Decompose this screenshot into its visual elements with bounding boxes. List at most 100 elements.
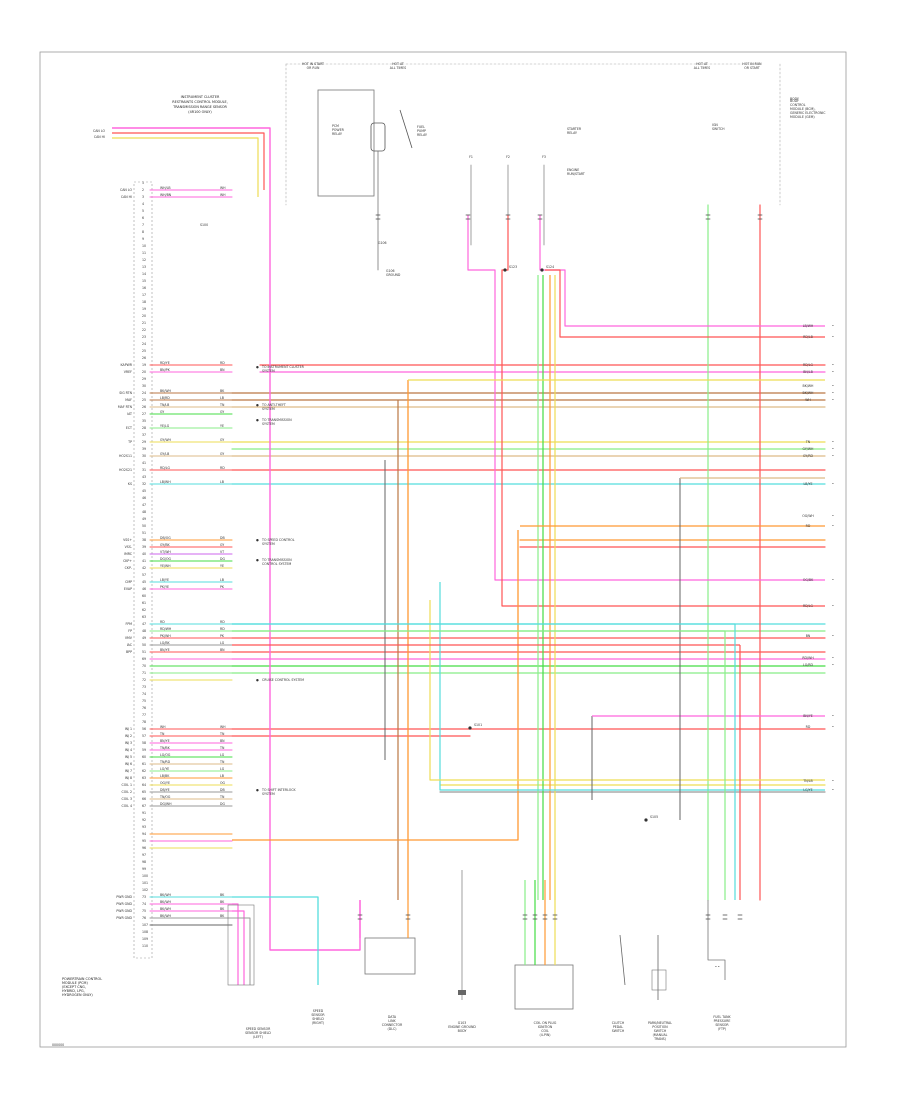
pcm-pin-number: 74 xyxy=(142,902,146,906)
cmp-wire xyxy=(429,600,825,781)
pcm-power-relay-label: RELAY xyxy=(332,132,342,136)
pcm-pin-name: COIL 2 xyxy=(122,790,133,794)
bottom-component-label: (4-PIN) xyxy=(540,1033,551,1037)
feeder-wire xyxy=(539,215,825,327)
pcm-pin-number: 56 xyxy=(142,727,146,731)
feeder-wire xyxy=(467,215,825,581)
fuse-label: F2 xyxy=(506,155,510,159)
circuit-number: GY xyxy=(220,452,224,456)
right-connector-pin: • xyxy=(832,714,834,718)
system-note-label: SYSTEM xyxy=(262,542,275,546)
fuel-pump-relay-label: FUEL xyxy=(417,125,425,129)
right-connector-pin: • xyxy=(832,604,834,608)
circuit-number: WH xyxy=(220,186,226,190)
pcm-pin-number: 20 xyxy=(142,314,146,318)
fuse-hot-in-start: HOT IN START xyxy=(302,62,324,66)
pcm-pin-number: 49 xyxy=(142,517,146,521)
pcm-pin-number: 49 xyxy=(142,636,146,640)
ground-terminal xyxy=(458,990,466,995)
bottom-component-label: (LEFT) xyxy=(253,1035,263,1039)
pcm-pin-number: 40 xyxy=(142,552,146,556)
circuit-number: TN xyxy=(219,732,225,736)
splice-label: S124 xyxy=(546,265,554,269)
pcm-pin-number: 63 xyxy=(142,776,146,780)
bottom-component-label: FUEL TANK xyxy=(713,1015,731,1019)
pcm-pin-number: 46 xyxy=(142,496,146,500)
pcm-pin-name: MAF xyxy=(125,398,132,402)
pcm-pin-name: KS xyxy=(128,482,132,486)
wire-color-code: PK/YE xyxy=(160,585,169,589)
system-note-label: SYSTEM xyxy=(262,422,275,426)
fuse-hot-in-start: OR RUN xyxy=(307,66,320,70)
wire-color-code: RD xyxy=(160,620,165,624)
pcm-pin-number: 24 xyxy=(142,391,146,395)
pcm-pin-name: HO2S21 xyxy=(119,468,132,472)
pcm-pin-number: 63 xyxy=(142,615,146,619)
right-connector-pin: • xyxy=(832,524,834,528)
pcm-pin-number: 26 xyxy=(142,356,146,360)
right-connector-pin: • xyxy=(832,398,834,402)
right-wire-label: RD/LB xyxy=(803,335,813,339)
pcm-pin-number: 78 xyxy=(142,720,146,724)
pcm-pin-number: 45 xyxy=(142,580,146,584)
bottom-component-label: SENSOR SHIELD xyxy=(245,1031,271,1035)
circuit-number: DB xyxy=(220,536,225,540)
circuit-number: LB xyxy=(220,578,224,582)
bottom-component-label: ENGINE GROUND xyxy=(448,1025,476,1029)
pcm-pin-number: 46 xyxy=(142,587,146,591)
feeder-wire xyxy=(545,269,825,338)
pcm-pin-number: 98 xyxy=(142,860,146,864)
pcm-pin-number: 75 xyxy=(142,699,146,703)
pcm-pin-number: 57 xyxy=(142,734,146,738)
wire-color-code: WH/LB xyxy=(160,186,171,190)
right-wire-label: BK/WH xyxy=(803,384,815,388)
pcm-pin-group: 1234567891011121314151617181920212223242… xyxy=(116,181,148,948)
pcm-pin-number: 73 xyxy=(142,685,146,689)
pcm-pin-number: 76 xyxy=(142,916,146,920)
pcm-pin-number: 10 xyxy=(142,244,146,248)
circuit-number: RD xyxy=(220,620,225,624)
pcm-pin-number: 102 xyxy=(142,888,148,892)
system-note-label: CRUISE CONTROL SYSTEM xyxy=(262,678,304,682)
ignition-label: SWITCH xyxy=(712,127,725,131)
right-wire-label: BN/LB xyxy=(803,370,813,374)
pcm-pin-name: INJ 5 xyxy=(125,755,132,759)
ground-junction-label: G106 xyxy=(386,269,395,273)
pcm-pin-number: 39 xyxy=(142,545,146,549)
pcm-pin-name: CKP+ xyxy=(123,559,132,563)
pcm-pin-number: 93 xyxy=(142,825,146,829)
wire-color-code: TN/BK xyxy=(159,746,171,750)
bottom-component-label: IGNITION xyxy=(538,1025,553,1029)
right-wire-label: TN/LB xyxy=(802,779,812,783)
circuit-number: YE xyxy=(220,424,224,428)
pcm-pin-name: INJ 3 xyxy=(125,741,132,745)
pcm-pin-name: VSS- xyxy=(125,545,132,549)
top-module-label: TRANSMISSION RANGE SENSOR xyxy=(172,105,227,109)
circuit-number: TN xyxy=(219,403,225,407)
pcm-pin-number: 100 xyxy=(142,874,148,878)
wire-color-code: LG/OG xyxy=(160,753,171,757)
pcm-pin-name: FP xyxy=(128,629,132,633)
pcm-pin-number: 57 xyxy=(142,573,146,577)
pcm-pin-number: 21 xyxy=(142,321,146,325)
bottom-component-label: SHIELD xyxy=(312,1017,324,1021)
splice-dot xyxy=(503,268,507,272)
system-note-label: SYSTEM xyxy=(262,407,275,411)
fuse-hot-in-run: HOT IN RUN xyxy=(742,62,762,66)
wire-color-code: BK/WH xyxy=(160,914,172,918)
right-wire-label: BK/WH xyxy=(803,391,815,395)
system-note-label: TO TRANSMISSION xyxy=(261,558,292,562)
pcm-pin-number: 72 xyxy=(142,678,146,682)
wire-color-code: PK/WH xyxy=(160,634,171,638)
right-connector-pin: • xyxy=(832,370,834,374)
system-note-label: TO INSTRUMENT CLUSTER xyxy=(261,365,305,369)
pcm-pin-number: 22 xyxy=(142,328,146,332)
pcm-pin-number: 58 xyxy=(142,741,146,745)
system-note-label: TO TRANSMISSION xyxy=(261,418,292,422)
wire-color-code: RD/YE xyxy=(160,361,170,365)
right-wire-label: WH xyxy=(805,398,811,402)
wire-color-code: LG/BK xyxy=(160,641,171,645)
right-connector-pin: • xyxy=(832,391,834,395)
